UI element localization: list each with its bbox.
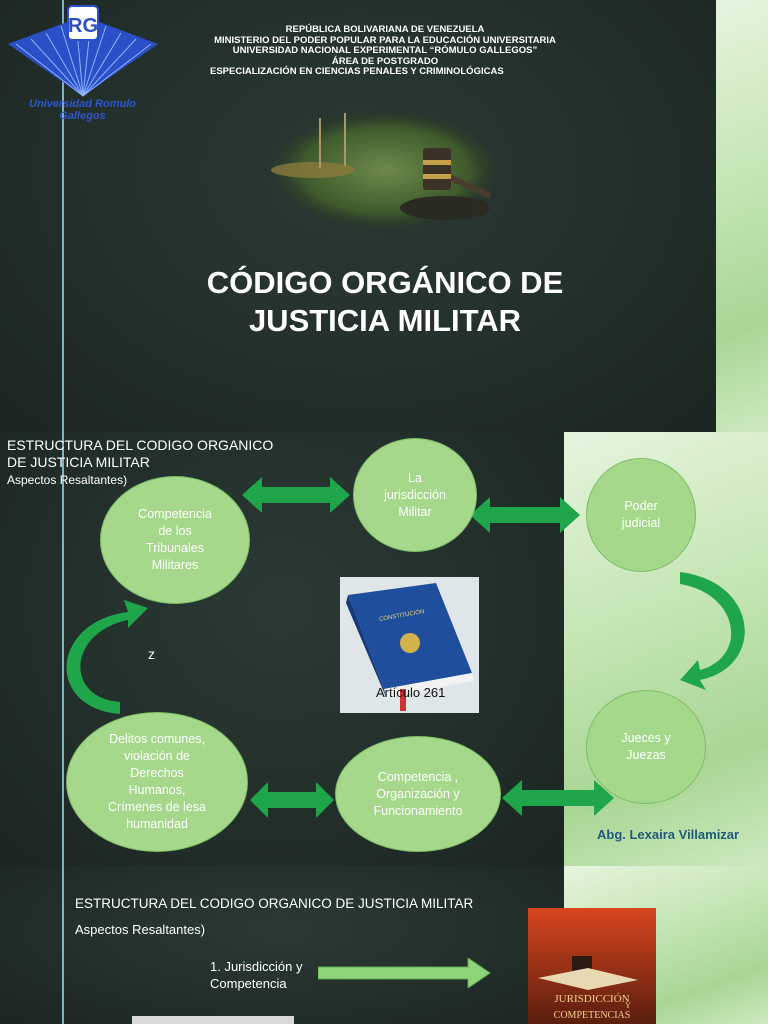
- slide-subtitle: Aspectos Resaltantes): [7, 473, 128, 487]
- slide-vertical-rule: [62, 0, 64, 432]
- node-text: Militares: [151, 558, 199, 572]
- node-text: Jueces y: [621, 731, 671, 745]
- node-text: Delitos comunes,: [109, 732, 205, 746]
- node-text: Competencia: [138, 507, 212, 521]
- structure-slide-2: ESTRUCTURA DEL CODIGO ORGANICO DE JUSTIC…: [0, 866, 768, 1024]
- node-poder-judicial: Poder judicial: [586, 458, 696, 572]
- slide-subtitle: Aspectos Resaltantes): [75, 922, 206, 937]
- partial-image: [132, 1016, 294, 1024]
- image-text: COMPETENCIAS: [554, 1010, 631, 1021]
- node-text: violación de: [123, 749, 190, 763]
- z-label: z: [148, 646, 155, 662]
- node-text: Competencia ,: [377, 769, 459, 784]
- gavel-scales-image: [265, 108, 505, 232]
- logo-text: Universidad Romulo Gallegos: [29, 98, 136, 122]
- title-line: ESTRUCTURA DEL CODIGO ORGANICO: [7, 437, 274, 453]
- node-text: Derechos: [130, 766, 184, 780]
- header-line: ÁREA DE POSTGRADO: [331, 55, 439, 67]
- node-text: de los: [158, 524, 192, 538]
- title-slide: RG Universidad Romulo Gallegos REPÚBLICA…: [0, 0, 768, 432]
- slide-vertical-rule: [62, 432, 64, 866]
- author-name: Abg. Lexaira Villamizar: [597, 827, 740, 842]
- node-text: judicial: [621, 516, 661, 530]
- list-item: 1. Jurisdicción y Competencia: [210, 958, 302, 992]
- list-item-text: 1. Jurisdicción y: [210, 959, 303, 974]
- node-jurisdiccion: La jurisdicción Militar: [353, 438, 477, 552]
- image-text: Y: [625, 1001, 631, 1010]
- node-text: Poder: [624, 499, 658, 513]
- university-logo: RG: [8, 5, 158, 97]
- node-text: Militar: [398, 504, 432, 519]
- node-text: Funcionamiento: [373, 803, 463, 818]
- jurisdiccion-image: JURISDICCIÓN Y COMPETENCIAS: [528, 908, 656, 1024]
- title-line: DE JUSTICIA MILITAR: [7, 454, 150, 470]
- node-text: Humanos,: [128, 783, 186, 797]
- node-text: jurisdicción: [384, 487, 446, 502]
- node-text: Tribunales: [146, 541, 204, 555]
- right-arrow-icon: [318, 958, 491, 988]
- slide-title: ESTRUCTURA DEL CODIGO ORGANICO DE JUSTIC…: [75, 896, 474, 911]
- header-line: UNIVERSIDAD NACIONAL EXPERIMENTAL “RÓMUL…: [232, 45, 538, 56]
- book-caption: Artículo 261: [376, 685, 446, 700]
- image-text: JURISDICCIÓN: [554, 993, 629, 1005]
- node-text: Organización y: [376, 786, 460, 801]
- structure-slide: ESTRUCTURA DEL CODIGO ORGANICO DE JUSTIC…: [0, 432, 768, 866]
- node-jueces: Jueces y Juezas: [586, 690, 706, 804]
- slide-green-edge: [716, 0, 768, 432]
- header-line: MINISTERIO DEL PODER POPULAR PARA LA EDU…: [214, 34, 556, 46]
- title-line: CÓDIGO ORGÁNICO DE: [206, 265, 564, 300]
- institution-header: REPÚBLICA BOLIVARIANA DE VENEZUELA MINIS…: [190, 24, 580, 78]
- header-line: REPÚBLICA BOLIVARIANA DE VENEZUELA: [285, 24, 485, 35]
- node-text: Crímenes de lesa: [108, 800, 206, 814]
- node-delitos: Delitos comunes, violación de Derechos H…: [66, 712, 248, 852]
- constitution-book-image: CONSTITUCIÓN: [340, 577, 479, 713]
- header-line: ESPECIALIZACIÓN EN CIENCIAS PENALES Y CR…: [210, 66, 504, 77]
- title-line: JUSTICIA MILITAR: [248, 303, 522, 338]
- node-text: humanidad: [126, 817, 188, 831]
- node-competencia-tribunales: Competencia de los Tribunales Militares: [100, 476, 250, 604]
- svg-text:RG: RG: [68, 15, 98, 37]
- presentation-title: CÓDIGO ORGÁNICO DE JUSTICIA MILITAR: [150, 264, 620, 340]
- list-item-text: Competencia: [210, 976, 287, 991]
- slide-title: ESTRUCTURA DEL CODIGO ORGANICO DE JUSTIC…: [7, 437, 273, 471]
- node-text: Juezas: [626, 748, 666, 762]
- slide-background: [0, 866, 564, 1024]
- node-competencia-organizacion: Competencia , Organización y Funcionamie…: [335, 736, 501, 852]
- node-text: La: [408, 470, 422, 485]
- slide-vertical-rule: [62, 866, 64, 1024]
